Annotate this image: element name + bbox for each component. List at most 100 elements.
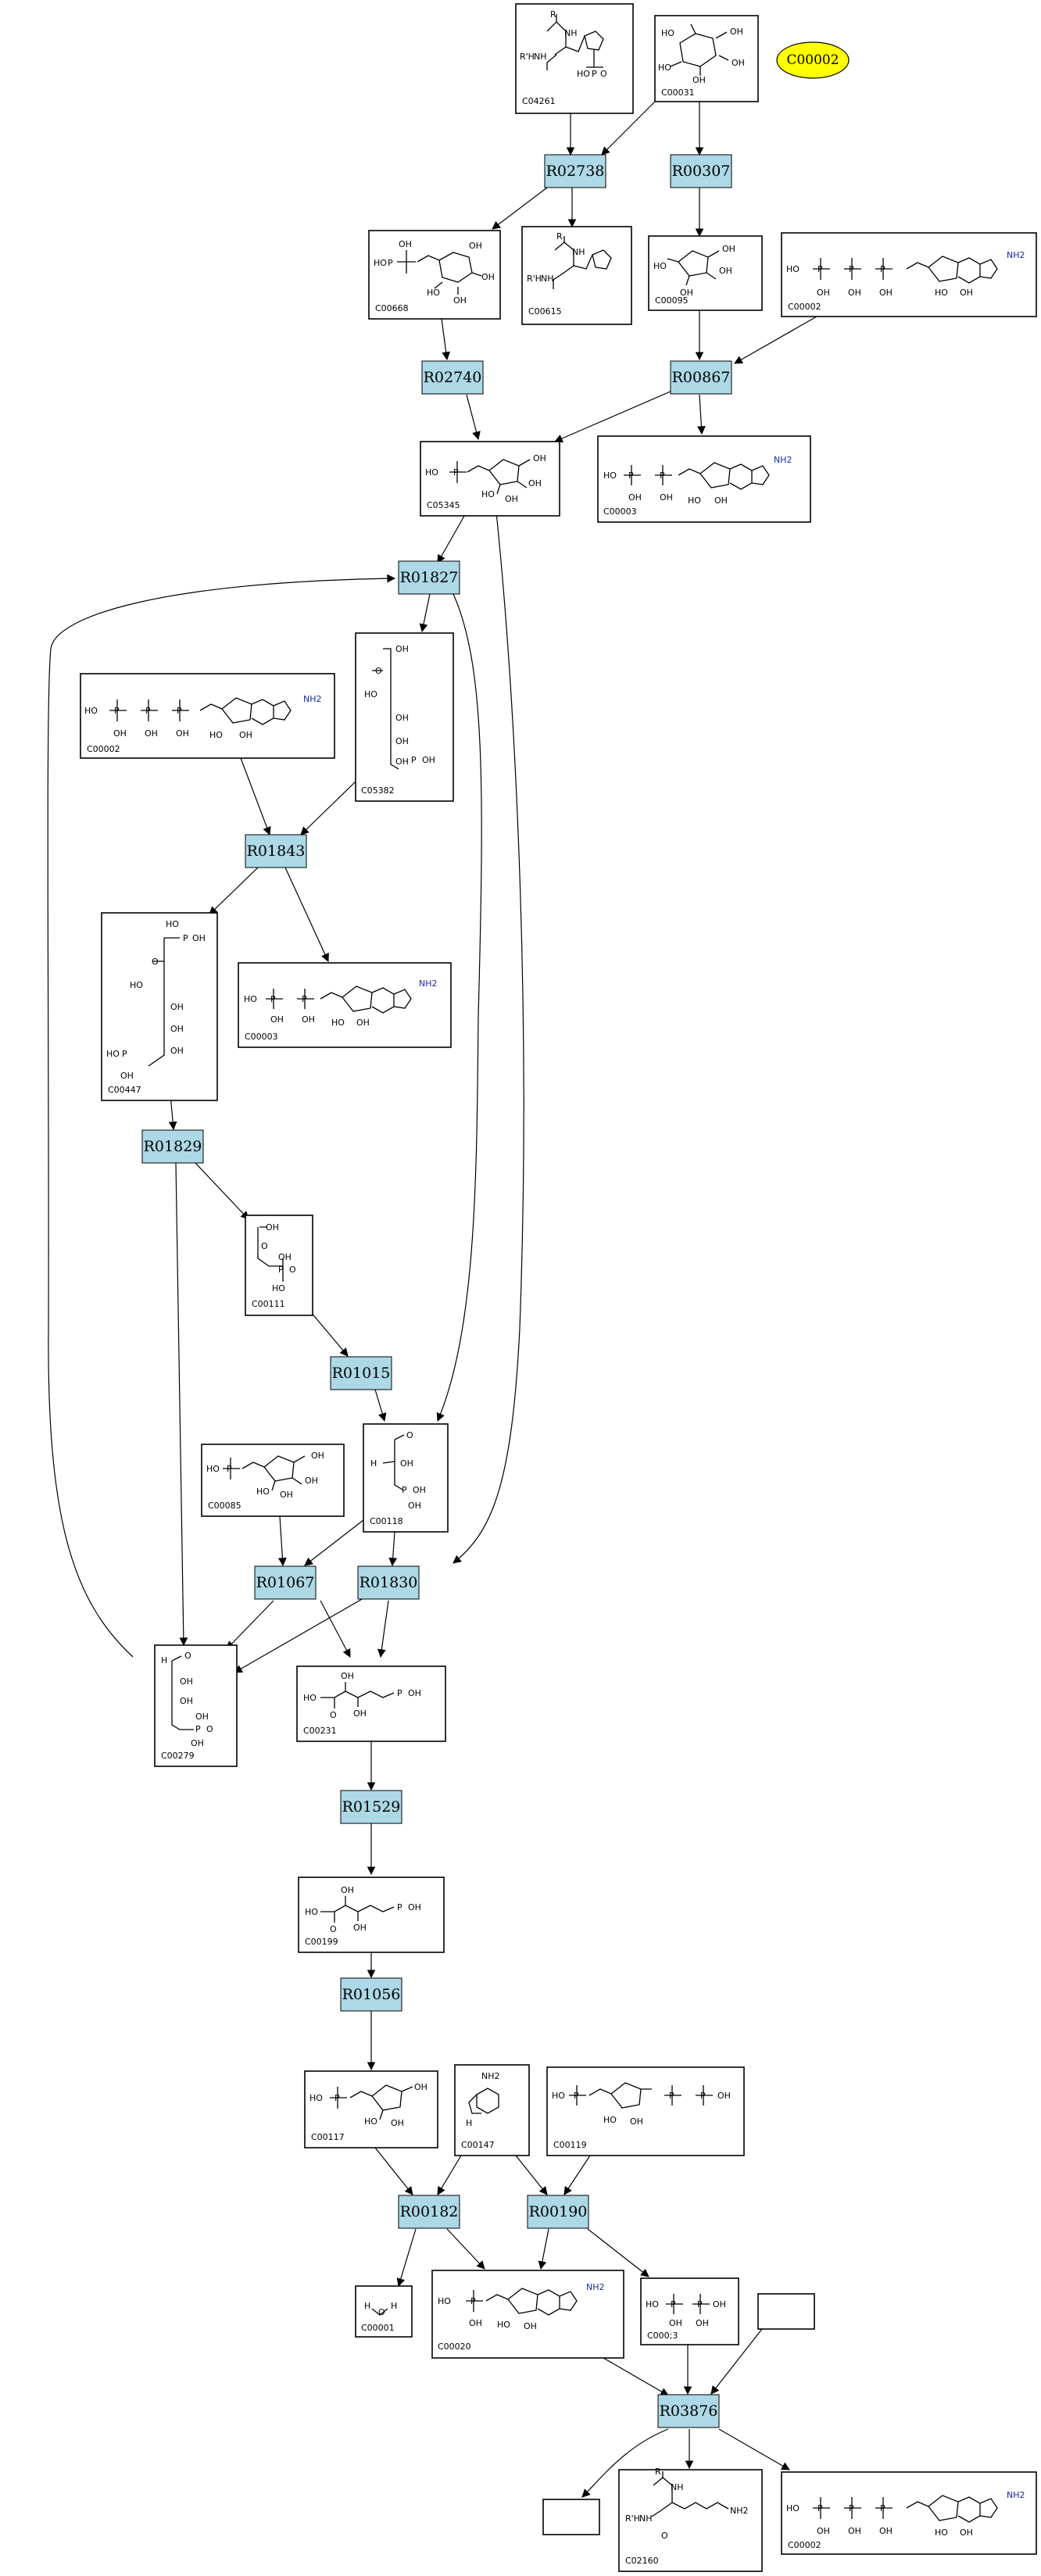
svg-text:C00111: C00111 <box>252 1299 285 1309</box>
svg-text:OH: OH <box>145 728 158 739</box>
compound-node[interactable]: HO P OH OH HO OH C05345 <box>420 441 560 517</box>
svg-text:HO: HO <box>658 63 671 73</box>
svg-text:OH: OH <box>305 1476 318 1486</box>
reaction-node[interactable]: R03876 <box>657 2394 720 2428</box>
reaction-node[interactable]: R01829 <box>141 1129 204 1164</box>
svg-text:C04261: C04261 <box>522 96 556 106</box>
svg-text:C00001: C00001 <box>361 2323 395 2333</box>
compound-node[interactable]: OH O HO OH OH OH P OH C05382 <box>355 632 454 802</box>
svg-text:HO: HO <box>935 288 948 298</box>
reaction-node[interactable]: R01843 <box>245 834 307 868</box>
edge-c00668-r02740 <box>441 318 451 361</box>
compound-node[interactable]: HO P P OH OH NH2 HO OH C00003 <box>597 435 811 523</box>
compound-node[interactable]: HO P P P OH HO OH C00119 <box>546 2066 745 2156</box>
svg-text:OH: OH <box>528 478 542 488</box>
svg-text:O: O <box>330 1710 337 1720</box>
edge-c00279-r01827 <box>47 574 396 1658</box>
reaction-node[interactable]: R00182 <box>398 2195 460 2229</box>
compound-node[interactable]: HO OH O OH P OH C00231 <box>296 1665 446 1742</box>
compound-node[interactable]: O H OH P OH OH C00118 <box>363 1423 449 1533</box>
compound-node[interactable]: OH OH HO OH C00095 <box>648 235 763 311</box>
edge-r01829-c00111 <box>195 1162 249 1220</box>
svg-text:P: P <box>411 755 417 765</box>
compound-node[interactable]: HO P OH OH OH HO OH C00668 <box>368 230 501 320</box>
svg-text:P: P <box>470 2296 476 2306</box>
svg-text:HO: HO <box>661 28 674 38</box>
svg-text:P: P <box>671 2299 676 2309</box>
svg-text:NH2: NH2 <box>481 2071 500 2081</box>
svg-text:HO: HO <box>497 2320 510 2330</box>
highlight-compound-node[interactable]: C00002 <box>776 41 850 79</box>
svg-text:HO: HO <box>303 1693 317 1703</box>
svg-text:OH: OH <box>270 1014 284 1025</box>
svg-text:OH: OH <box>353 1923 367 1933</box>
compound-node[interactable]: R NH R'H NH HO P O C04261 <box>515 3 634 114</box>
svg-text:OH: OH <box>817 288 830 298</box>
compound-node[interactable]: HO OH O OH P OH C00199 <box>298 1877 445 1953</box>
svg-text:R'H: R'H <box>625 2513 640 2524</box>
svg-text:C00199: C00199 <box>305 1937 338 1947</box>
svg-text:R01829: R01829 <box>144 1138 202 1155</box>
compound-node[interactable]: R NH R'H NH O NH2 C02160 <box>618 2467 763 2572</box>
empty-compound-node[interactable] <box>757 2293 815 2330</box>
compound-node[interactable]: H O H C00001 <box>355 2285 413 2338</box>
svg-text:HO: HO <box>84 706 98 716</box>
svg-text:OH: OH <box>391 2118 404 2128</box>
reaction-node[interactable]: R01015 <box>330 1356 392 1390</box>
svg-text:R'H: R'H <box>520 52 535 62</box>
edge-empty-r03876 <box>710 2328 763 2395</box>
svg-text:OH: OH <box>413 1485 426 1495</box>
compound-node[interactable]: HO P P P OH OH OH NH2 HO OH C00002 <box>781 232 1037 317</box>
reaction-node[interactable]: R01830 <box>357 1565 420 1600</box>
svg-text:OH: OH <box>356 1018 370 1028</box>
reaction-node[interactable]: R02738 <box>544 154 606 188</box>
svg-text:HO: HO <box>106 1049 120 1059</box>
reaction-node[interactable]: R02740 <box>421 360 484 395</box>
edges <box>47 101 817 2498</box>
compound-node[interactable]: HO P P OH OH NH2 HO OH C00003 <box>238 962 452 1048</box>
edge-c00002-r00867 <box>734 316 817 364</box>
edge-r03876-empty2 <box>581 2428 669 2498</box>
svg-text:C00002: C00002 <box>87 744 120 754</box>
svg-text:HO: HO <box>786 2503 800 2513</box>
reaction-node[interactable]: R00190 <box>527 2195 589 2229</box>
svg-text:NH: NH <box>534 52 547 62</box>
compound-node[interactable]: HO P P P OH OH OH NH2 HO OH C00002 <box>80 673 335 759</box>
svg-text:HO: HO <box>603 470 617 481</box>
svg-text:P: P <box>195 1724 201 1734</box>
svg-text:P: P <box>177 706 182 716</box>
compound-node[interactable]: HO P OH O HO OH OH OH HO P OH C00447 <box>101 912 218 1101</box>
reaction-node[interactable]: R01529 <box>340 1790 402 1824</box>
svg-text:OH: OH <box>680 288 693 298</box>
edge-r03876-c00002c <box>718 2428 790 2470</box>
svg-text:HO: HO <box>130 980 143 990</box>
reaction-node[interactable]: R00867 <box>670 360 732 395</box>
compound-node[interactable]: OH O OH P O HO C00111 <box>245 1215 313 1316</box>
svg-text:NH: NH <box>639 2513 653 2524</box>
svg-text:HO: HO <box>603 2115 617 2125</box>
compound-node[interactable]: HO OH OH HO OH C00031 <box>654 15 759 102</box>
svg-text:R01529: R01529 <box>342 1798 401 1816</box>
compound-node[interactable]: NH2 H C00147 <box>454 2064 530 2156</box>
svg-text:O: O <box>330 1924 337 1934</box>
compound-node[interactable]: HO P OH NH2 HO OH C00020 <box>431 2270 624 2359</box>
reaction-node[interactable]: R01827 <box>398 560 460 595</box>
empty-compound-node[interactable] <box>542 2499 600 2535</box>
svg-text:OH: OH <box>408 1902 421 1912</box>
svg-text:C00447: C00447 <box>108 1085 141 1095</box>
compound-node[interactable]: HO P P OH OH OH C000;3 <box>640 2277 739 2345</box>
compound-node[interactable]: H O OH OH OH P O OH C00279 <box>154 1644 238 1767</box>
svg-text:R'H: R'H <box>527 274 542 284</box>
compound-node[interactable]: HO P P P OH OH OH NH2 HO OH C00002 <box>781 2471 1037 2555</box>
svg-text:P: P <box>849 2503 854 2513</box>
svg-text:R00867: R00867 <box>672 369 731 386</box>
compound-node[interactable]: HO P OH HO OH C00117 <box>304 2070 438 2148</box>
compound-node[interactable]: R NH R'H NH C00615 <box>521 226 632 325</box>
svg-text:P: P <box>278 1265 284 1275</box>
reaction-node[interactable]: R01067 <box>254 1565 317 1600</box>
edge-c00002-r01843 <box>240 757 271 836</box>
compound-node[interactable]: HO P OH OH HO OH C00085 <box>201 1444 345 1517</box>
edge-r01015-c00118 <box>374 1389 387 1422</box>
reaction-node[interactable]: R00307 <box>670 154 732 188</box>
reaction-node[interactable]: R01056 <box>340 1977 402 2012</box>
